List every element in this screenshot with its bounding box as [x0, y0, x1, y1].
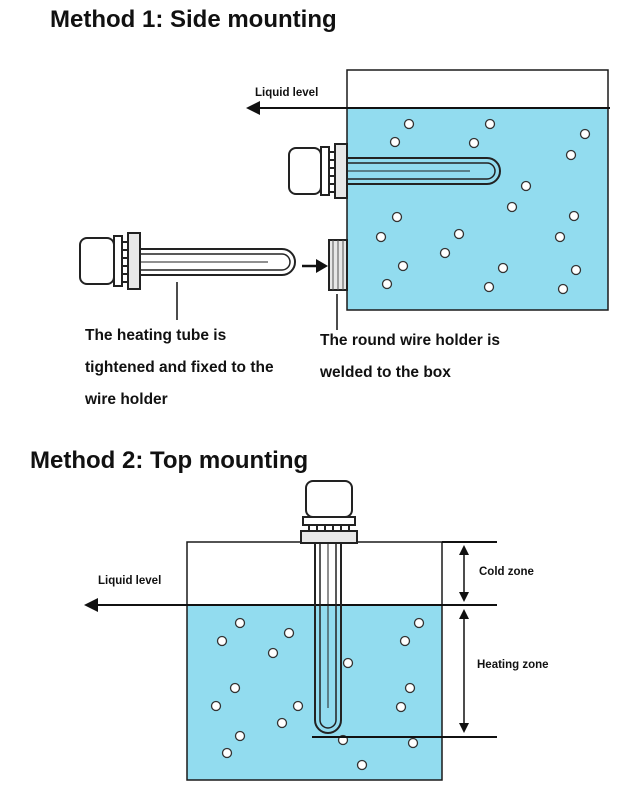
bubble: [389, 136, 401, 148]
cold-zone-dimension: [442, 541, 497, 602]
top-liquid-level-label: Liquid level: [98, 575, 162, 587]
bubble: [484, 118, 496, 130]
side-liquid-level-label: Liquid level: [255, 87, 319, 99]
bubble: [267, 647, 279, 659]
bubble: [554, 231, 566, 243]
caption-wire-holder-line-2: welded to the box: [320, 364, 451, 381]
bubble: [395, 701, 407, 713]
bubble: [229, 682, 241, 694]
bubble: [407, 737, 419, 749]
bubble: [520, 180, 532, 192]
bubble: [391, 211, 403, 223]
cold-zone-label: Cold zone: [479, 566, 534, 578]
bubble: [579, 128, 591, 140]
bubble: [381, 278, 393, 290]
caption-wire-holder-line-1: The round wire holder is: [320, 332, 500, 349]
heating-zone-dimension: [459, 609, 469, 733]
bubble: [375, 231, 387, 243]
bubble: [234, 617, 246, 629]
bubble: [216, 635, 228, 647]
bubble: [568, 210, 580, 222]
caption-heating-tube-line-3: wire holder: [85, 391, 168, 408]
bubble: [404, 682, 416, 694]
bubble: [210, 700, 222, 712]
bubble: [557, 283, 569, 295]
bubble: [439, 247, 451, 259]
separate-heater: [79, 232, 296, 290]
bubble: [276, 717, 288, 729]
bubble: [234, 730, 246, 742]
caption-heating-tube-line-1: The heating tube is: [85, 327, 227, 344]
vertical-heater: [300, 480, 358, 734]
bubble: [397, 260, 409, 272]
bubble: [403, 118, 415, 130]
bubble: [283, 627, 295, 639]
bubble: [399, 635, 411, 647]
bubble: [565, 149, 577, 161]
bubble: [483, 281, 495, 293]
bubble: [497, 262, 509, 274]
bubble: [453, 228, 465, 240]
bubble: [506, 201, 518, 213]
bubble: [342, 657, 354, 669]
top-liquid-level-arrow: [84, 598, 497, 612]
mounted-heater: [288, 143, 501, 199]
side-tank-bubbles: [375, 118, 591, 295]
bubble: [221, 747, 233, 759]
method1-title: Method 1: Side mounting: [50, 6, 337, 33]
side-liquid-level-arrow: [246, 101, 610, 115]
bubble: [292, 700, 304, 712]
caption-heating-tube-line-2: tightened and fixed to the: [85, 359, 274, 376]
insert-arrow: [302, 259, 328, 273]
bubble: [356, 759, 368, 771]
bubble: [570, 264, 582, 276]
method2-title: Method 2: Top mounting: [30, 447, 309, 474]
bubble: [468, 137, 480, 149]
top-tank-bubbles: [210, 617, 425, 771]
heating-zone-label: Heating zone: [477, 659, 549, 671]
bubble: [413, 617, 425, 629]
